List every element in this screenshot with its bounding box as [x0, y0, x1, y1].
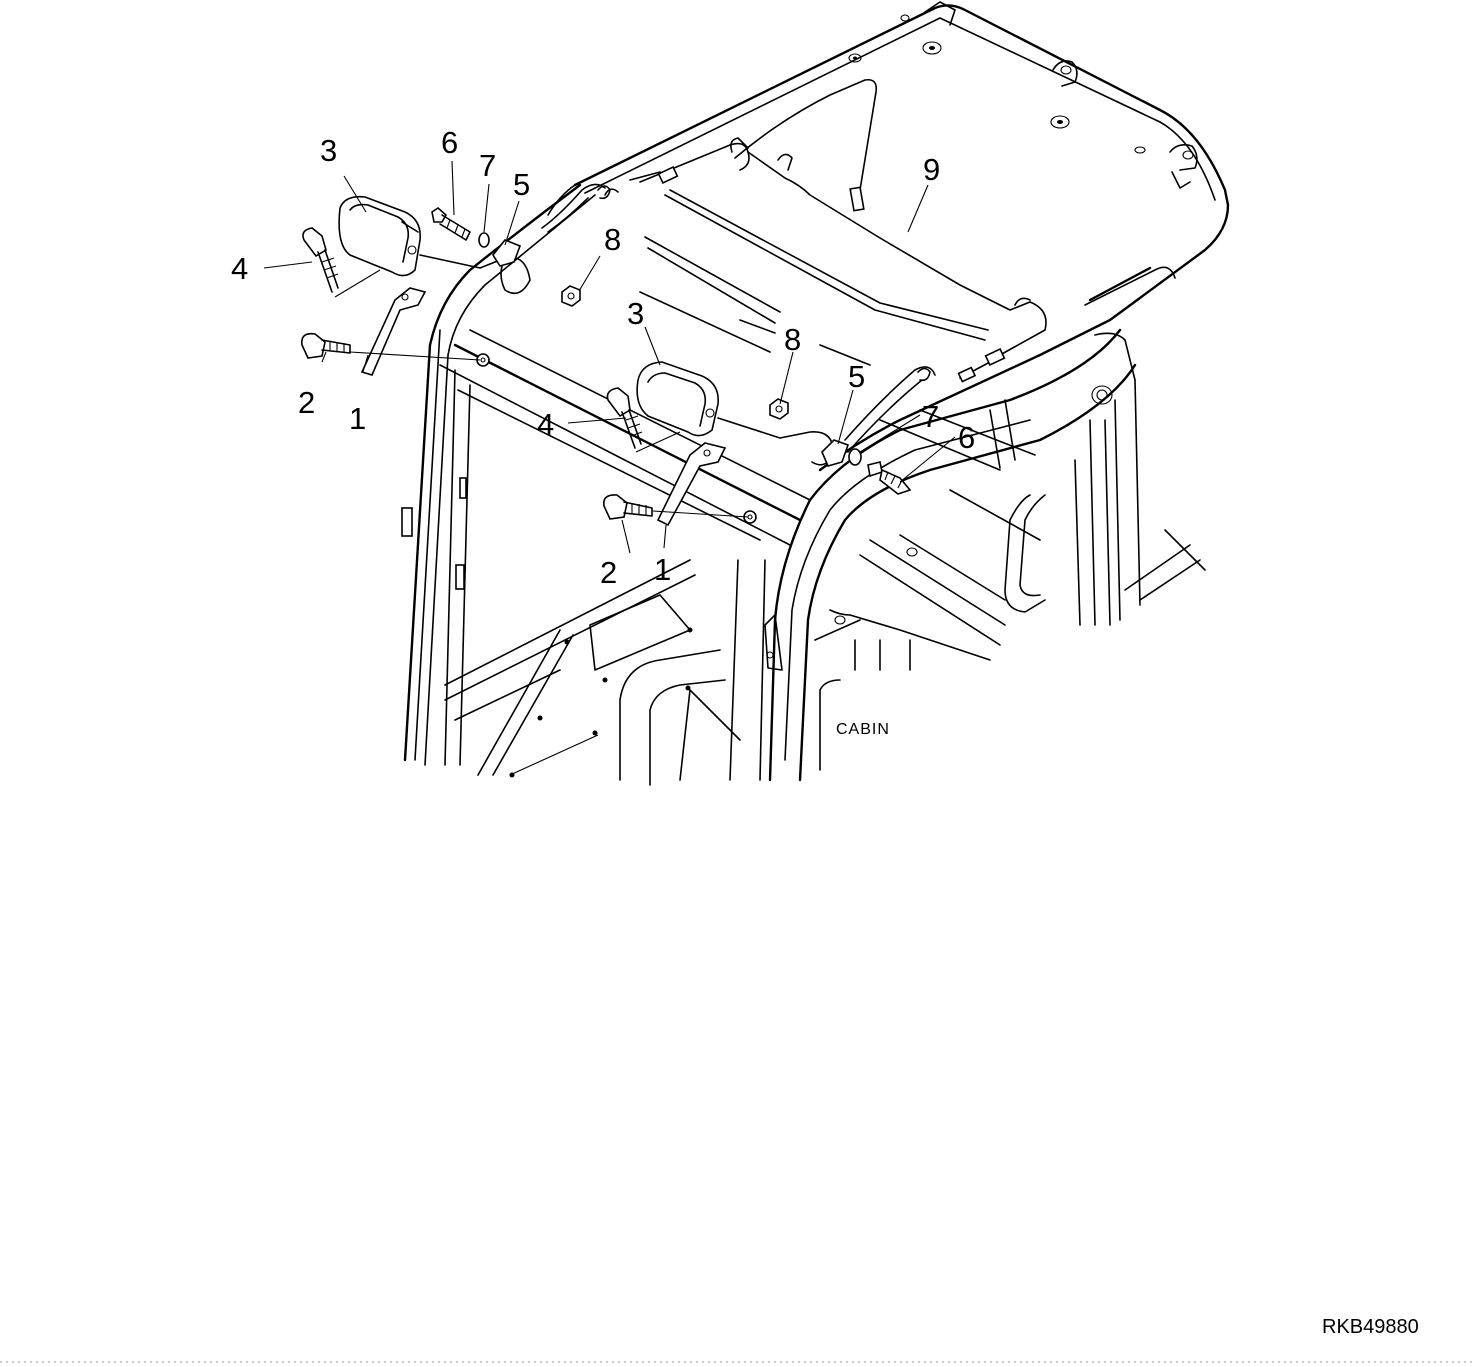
callout-1-left: 1 [349, 401, 366, 436]
callout-3-left: 3 [320, 133, 337, 168]
callouts-right: 3 4 8 5 7 6 2 1 [537, 296, 975, 590]
callout-2-left: 2 [298, 385, 315, 420]
callout-8-left: 8 [604, 222, 621, 257]
callout-6-right: 6 [958, 420, 975, 455]
left-lamp-assembly [300, 195, 581, 376]
callout-3-right: 3 [627, 296, 644, 331]
callout-5-left: 5 [513, 167, 530, 202]
right-lamp-assembly [541, 183, 936, 527]
callout-6-left: 6 [441, 125, 458, 160]
callout-7-right: 7 [922, 399, 939, 434]
callouts-left: 3 4 6 7 5 8 2 1 [231, 125, 621, 436]
callout-4-right: 4 [537, 407, 554, 442]
callout-1-right: 1 [654, 552, 671, 587]
callout-7-left: 7 [479, 148, 496, 183]
callout-9-harness: 9 [923, 152, 940, 187]
cab-roof [547, 1, 1230, 472]
cab-frame [401, 183, 1206, 786]
wiring-harness [604, 78, 1047, 383]
drawing-code: RKB49880 [1322, 1316, 1419, 1338]
leader-lines [263, 160, 956, 554]
callout-4-left: 4 [231, 251, 248, 286]
cabin-label: CABIN [836, 721, 890, 738]
callout-5-right: 5 [848, 359, 865, 394]
callout-8-right: 8 [784, 322, 801, 357]
callout-2-right: 2 [600, 555, 617, 590]
